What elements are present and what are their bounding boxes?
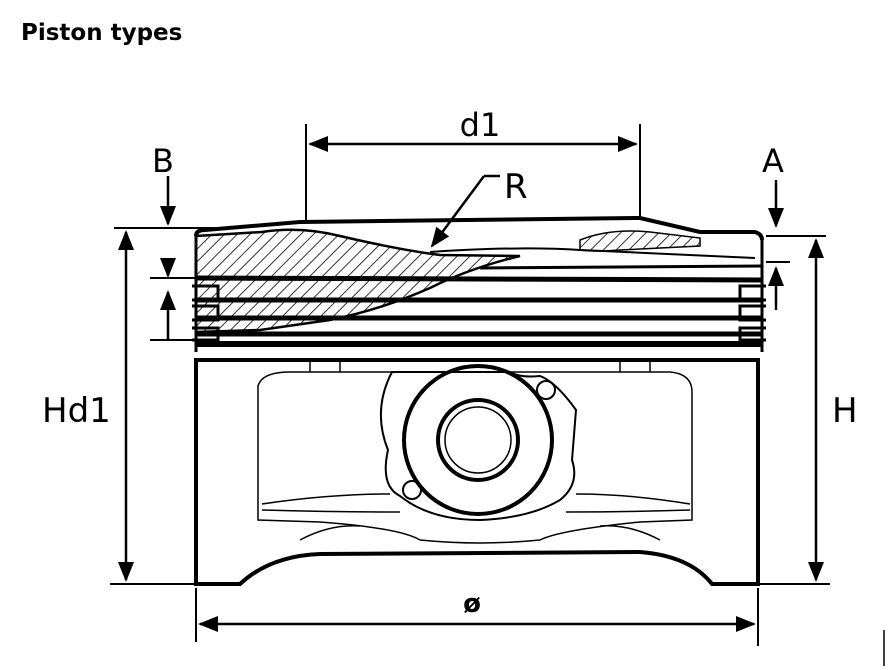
ring-groove-1 (195, 275, 763, 283)
label-A: A (762, 142, 784, 180)
ring-belt-left-wall (192, 236, 220, 352)
dimension-B: B (114, 142, 242, 341)
dimension-R: R (430, 167, 528, 248)
pin-boss-outline (379, 371, 578, 522)
pin-boss-lug-right (536, 380, 556, 400)
pin-boss-lug-left (402, 480, 422, 500)
piston-crown (192, 215, 766, 352)
skirt-outline (194, 358, 760, 586)
label-B: B (152, 142, 174, 180)
dimension-Hd1: Hd1 (42, 230, 196, 585)
dimension-diameter: ø (195, 588, 759, 646)
label-Hd1: Hd1 (42, 391, 111, 431)
piston-skirt (194, 358, 760, 586)
label-R: R (504, 167, 528, 207)
wrist-pin-middle (436, 398, 520, 482)
dimension-A: A (762, 142, 826, 310)
crown-inner-line (429, 247, 756, 259)
dimension-H: H (758, 238, 858, 585)
pin-boss-ribs (261, 493, 691, 541)
skirt-inner-outline (257, 371, 693, 544)
dimension-d1: d1 (305, 106, 641, 222)
label-diameter: ø (463, 589, 481, 619)
page-title: Piston types (21, 20, 183, 46)
ring-groove-1b (479, 264, 763, 270)
label-d1: d1 (460, 106, 501, 144)
wrist-pin-outer (402, 364, 554, 516)
skirt-struts (309, 360, 651, 372)
wrist-pin-inner (444, 406, 512, 474)
label-H: H (832, 391, 858, 431)
crown-hatched-right (579, 230, 701, 252)
ring-belt-right-wall (738, 240, 766, 352)
